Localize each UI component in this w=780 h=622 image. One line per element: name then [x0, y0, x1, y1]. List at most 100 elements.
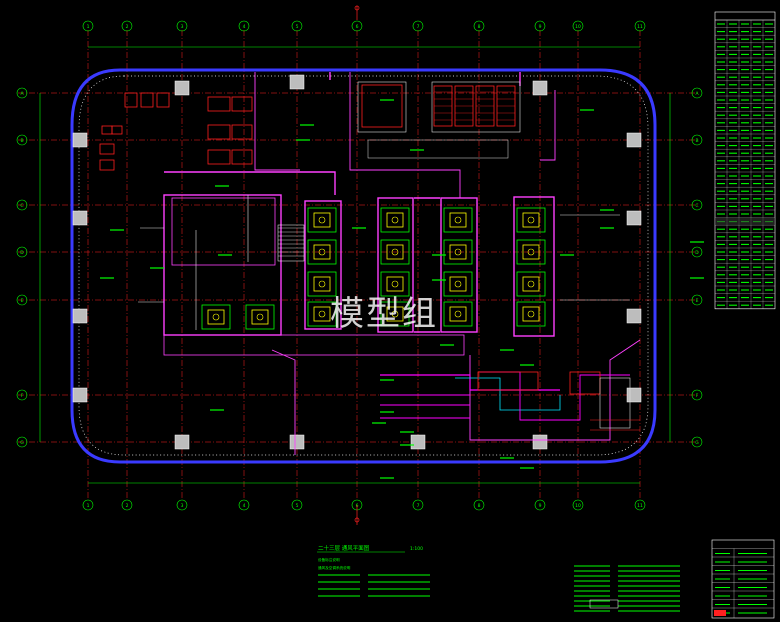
drawing-title: 二十三层 通风平面图	[318, 544, 370, 552]
elevator-cab	[201, 304, 231, 330]
title-block	[711, 539, 775, 619]
grid-bubble	[572, 499, 584, 511]
section-markers	[354, 5, 360, 525]
grid-bubble	[691, 294, 703, 306]
column	[626, 132, 642, 148]
grid-bubble	[238, 20, 250, 32]
grid-bubble	[82, 20, 94, 32]
structural-columns	[72, 74, 642, 450]
column	[532, 434, 548, 450]
grid-label: 9	[539, 24, 542, 30]
elevator-cab	[443, 301, 473, 327]
equipment-rooms	[99, 92, 253, 171]
grid-label: 11	[637, 503, 643, 509]
equipment-box	[207, 124, 231, 140]
grid-label: 2	[126, 24, 129, 30]
grid-bubble	[291, 20, 303, 32]
elevator-cab	[516, 207, 546, 233]
grid-bubble	[534, 20, 546, 32]
grid-bubble	[351, 20, 363, 32]
elevator-cab	[443, 271, 473, 297]
grid-bubble	[473, 499, 485, 511]
column	[72, 132, 88, 148]
grid-label: 4	[243, 503, 246, 509]
grid-label: B	[20, 138, 23, 144]
ductwork	[380, 371, 640, 431]
grid-bubble	[691, 134, 703, 146]
column	[72, 387, 88, 403]
column	[626, 210, 642, 226]
grid-label: B	[695, 138, 698, 144]
grid-bubble	[176, 499, 188, 511]
grid-label: 8	[478, 24, 481, 30]
equipment-box	[231, 96, 253, 112]
elevator-cab	[380, 271, 410, 297]
equipment-box	[111, 125, 123, 135]
grid-label: 1	[87, 24, 90, 30]
column	[626, 308, 642, 324]
grid-bubble	[16, 246, 28, 258]
grid-label: 5	[296, 503, 299, 509]
grid-bubble	[176, 20, 188, 32]
grid-bubble	[412, 499, 424, 511]
grid-label: 11	[637, 24, 643, 30]
grid-bubble	[16, 294, 28, 306]
grid-bubble	[121, 499, 133, 511]
grid-label: 5	[296, 24, 299, 30]
elevator-cab	[380, 207, 410, 233]
grid-bubble	[691, 199, 703, 211]
equipment-box	[124, 92, 138, 108]
grid-bubble	[82, 499, 94, 511]
grid-label: E	[21, 298, 24, 304]
grid-label: 7	[417, 24, 420, 30]
equipment-box	[231, 124, 253, 140]
elevator-cab	[516, 271, 546, 297]
grid-bubble	[16, 389, 28, 401]
grid-label: 9	[539, 503, 542, 509]
grid-label: D	[695, 250, 699, 256]
mechanical-equipment	[361, 84, 516, 159]
watermark-text: 模型组	[330, 294, 438, 334]
grid-label: 3	[181, 503, 184, 509]
elevator-cab	[245, 304, 275, 330]
elevator-cab	[443, 239, 473, 265]
elevator-cab	[380, 239, 410, 265]
grid-label: 7	[417, 503, 420, 509]
grid-label: 3	[181, 24, 184, 30]
grid-label: C	[695, 203, 698, 209]
grid-label: 10	[575, 503, 581, 509]
elevator-cab	[516, 239, 546, 265]
elevator-cab	[443, 207, 473, 233]
stair	[277, 224, 305, 262]
grid-bubble	[572, 20, 584, 32]
grid-bubble	[238, 499, 250, 511]
grid-label: G	[20, 440, 24, 446]
elevator-cab	[307, 301, 337, 327]
column	[72, 210, 88, 226]
column	[626, 387, 642, 403]
grid-bubble	[634, 20, 646, 32]
grid-label: 2	[126, 503, 129, 509]
building-outline	[70, 68, 657, 464]
grid-bubble	[16, 436, 28, 448]
equipment-box	[207, 96, 231, 112]
elevator-cab	[307, 239, 337, 265]
grid-label: E	[696, 298, 699, 304]
grid-label: 1	[87, 503, 90, 509]
grid-bubble	[691, 389, 703, 401]
elevator-cab	[307, 207, 337, 233]
grid-bubble	[473, 20, 485, 32]
notes-heading-1: 设备标注说明	[318, 557, 340, 562]
equipment-box	[207, 149, 231, 165]
grid-label: D	[20, 250, 24, 256]
core-walls	[163, 72, 641, 455]
grid-bubble	[691, 436, 703, 448]
grid-bubble	[691, 246, 703, 258]
equipment-box	[156, 92, 170, 108]
notes-block	[317, 551, 680, 612]
column	[289, 434, 305, 450]
elevator-cab	[516, 301, 546, 327]
grid-bubble	[412, 20, 424, 32]
grid-bubble	[634, 499, 646, 511]
partition-lines	[138, 81, 630, 330]
